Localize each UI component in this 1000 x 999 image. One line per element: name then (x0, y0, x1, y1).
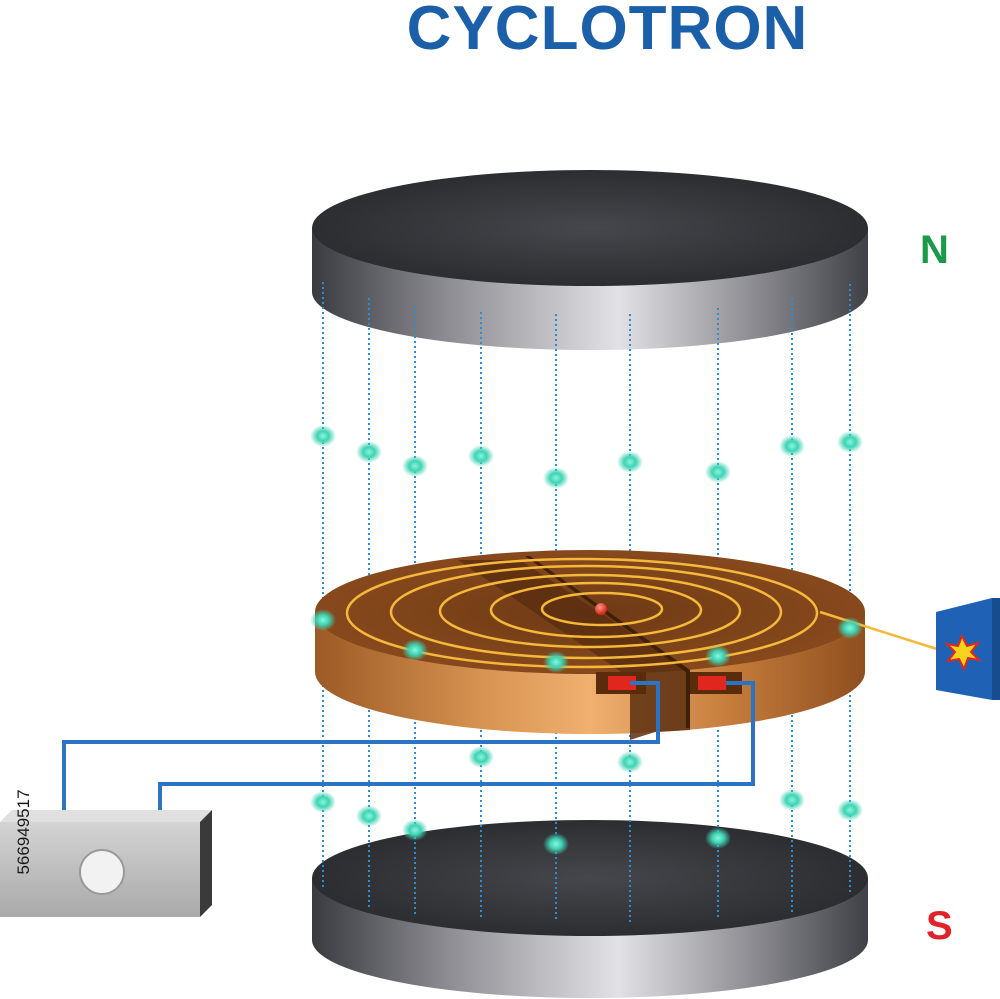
ac-voltage-source-icon (0, 810, 212, 917)
north-magnet-pole-icon (312, 170, 868, 350)
particle-icon (595, 603, 607, 615)
connecting-wires (62, 681, 755, 822)
south-pole-label: S (926, 904, 953, 948)
south-magnet-pole-icon (312, 820, 868, 998)
north-pole-label: N (920, 228, 949, 272)
page-title: CYCLOTRON (406, 0, 809, 63)
dee-electrodes-icon (315, 550, 941, 740)
collision-spark-icon (944, 633, 982, 672)
side-id-label: 566949517 (14, 789, 33, 875)
field-glow-points (310, 425, 863, 855)
target-plate-icon (936, 598, 1000, 700)
